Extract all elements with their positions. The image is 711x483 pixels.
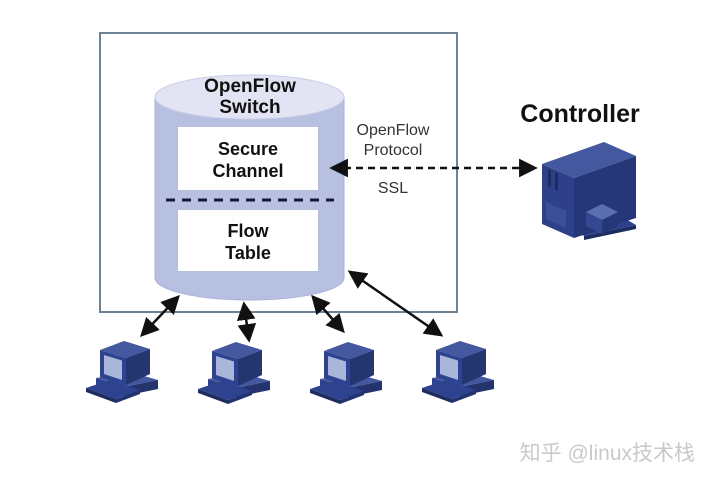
secure-channel-line1: Secure <box>217 139 279 159</box>
workstation-icon-1 <box>86 341 158 403</box>
flow-table-label: Flow Table <box>178 220 318 264</box>
host-link-arrow-3 <box>311 294 345 334</box>
switch-cylinder-top <box>154 74 345 120</box>
secure-channel-box <box>178 127 318 190</box>
workstation-icon-3 <box>310 342 382 404</box>
host-link-arrow-4 <box>347 270 444 337</box>
protocol-line1: OpenFlow <box>356 122 430 139</box>
ssl-label: SSL <box>377 180 409 197</box>
controller-server-icon <box>542 142 636 240</box>
watermark-text: 知乎 @linux技术栈 <box>519 442 695 465</box>
flow-table-line2: Table <box>225 243 271 263</box>
openflow-protocol-label: OpenFlow Protocol <box>338 121 448 161</box>
switch-title-line1: OpenFlow <box>204 76 296 97</box>
secure-channel-line2: Channel <box>212 161 284 181</box>
workstation-icon-4 <box>422 341 494 403</box>
workstation-icon-2 <box>198 342 270 404</box>
switch-title: OpenFlow Switch <box>155 76 345 118</box>
secure-channel-label: Secure Channel <box>178 138 318 182</box>
host-link-arrow-1 <box>140 294 180 338</box>
flow-table-box <box>178 210 318 271</box>
switch-title-line2: Switch <box>219 97 281 118</box>
controller-label: Controller <box>520 100 640 128</box>
host-link-arrow-2 <box>236 301 257 343</box>
flow-table-line1: Flow <box>227 221 269 241</box>
protocol-line2: Protocol <box>363 142 423 159</box>
